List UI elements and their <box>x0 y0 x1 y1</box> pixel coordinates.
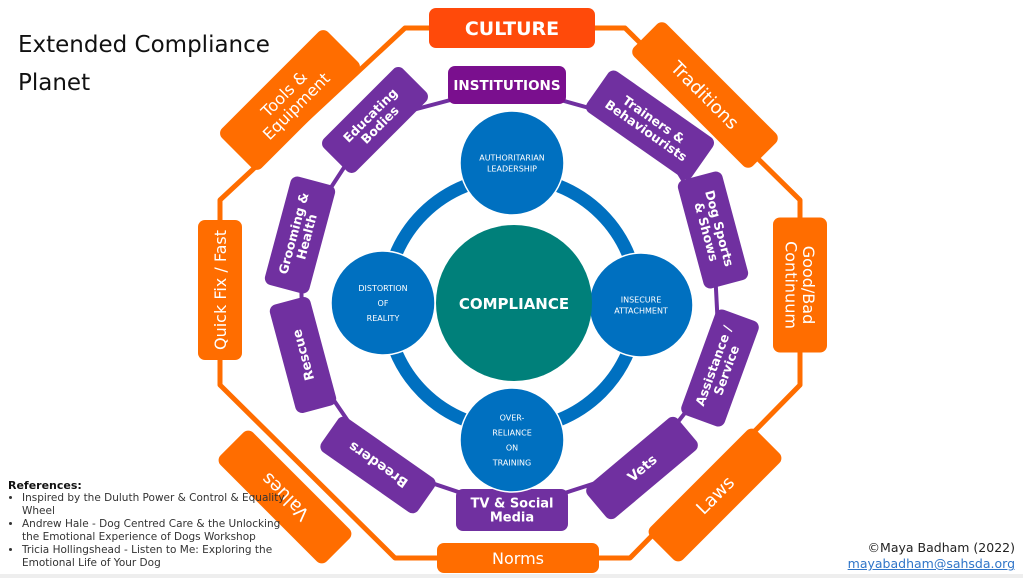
box-label: Quick Fix / Fast <box>211 230 230 350</box>
box-label: Continuum <box>782 241 801 329</box>
circle-label: AUTHORITARIAN <box>479 154 545 163</box>
box-label: Norms <box>492 549 544 568</box>
box-shape <box>585 70 715 180</box>
ring-box-rescue: Rescue <box>269 297 337 413</box>
reference-item: Tricia Hollingshead - Listen to Me: Expl… <box>22 544 298 570</box>
circle-label: ON <box>506 444 518 453</box>
reference-item: Inspired by the Duluth Power & Control &… <box>22 492 298 518</box>
box-shape <box>218 430 352 564</box>
ring-box-norms: Norms <box>437 543 599 573</box>
box-label: CULTURE <box>465 18 559 40</box>
references: References: Inspired by the Duluth Power… <box>8 479 298 570</box>
page-title: Extended Compliance Planet <box>18 32 270 96</box>
circle-shape <box>330 250 436 356</box>
box-shape <box>269 297 337 413</box>
box-shape <box>322 67 428 173</box>
email-link[interactable]: mayabadham@sahsda.org <box>847 556 1015 571</box>
inner-circle-distortion-of-reality: DISTORTION OF REALITY <box>330 250 436 356</box>
box-label: TV & Social <box>470 497 553 512</box>
center-label: COMPLIANCE <box>459 295 569 313</box>
circle-label: ATTACHMENT <box>614 307 668 316</box>
box-label: Good/Bad <box>799 246 818 324</box>
circle-shape <box>459 110 565 216</box>
box-shape <box>456 489 568 531</box>
circle-shape <box>459 387 565 493</box>
circle-label: OVER- <box>500 414 525 423</box>
inner-circle-insecure-attachment: INSECURE ATTACHMENT <box>588 252 694 358</box>
circle-label: DISTORTION <box>358 284 407 293</box>
box-label: INSTITUTIONS <box>453 78 560 94</box>
circle-label: TRAINING <box>492 459 531 468</box>
box-shape <box>448 66 566 104</box>
box-shape <box>437 543 599 573</box>
ring-box-quick-fix-fast: Quick Fix / Fast <box>198 220 242 360</box>
box-shape <box>198 220 242 360</box>
circle-label: INSECURE <box>621 296 662 305</box>
bottom-strip <box>0 574 1023 578</box>
box-shape <box>648 428 782 562</box>
box-shape <box>320 416 436 514</box>
box-shape <box>681 309 759 427</box>
circle-label: REALITY <box>367 314 400 323</box>
reference-item: Andrew Hale - Dog Centred Care & the Unl… <box>22 518 298 544</box>
ring-box-institutions: INSTITUTIONS <box>448 66 566 104</box>
circle-label: LEADERSHIP <box>487 165 537 174</box>
box-shape <box>264 176 336 294</box>
box-shape <box>677 171 749 289</box>
box-shape <box>220 30 360 170</box>
ring-box-assistance-service: Assistance /Service <box>681 309 759 427</box>
inner-circle-over-reliance-on-training: OVER- RELIANCE ON TRAINING <box>459 387 565 493</box>
ring-box-vets: Vets <box>586 416 698 520</box>
box-shape <box>586 416 698 520</box>
references-heading: References: <box>8 479 82 492</box>
box-shape <box>773 217 827 353</box>
center-circle <box>436 225 592 381</box>
credit: ©Maya Badham (2022) mayabadham@sahsda.or… <box>848 540 1015 572</box>
ring-box-dog-sports-shows: Dog Sports& Shows <box>677 171 749 289</box>
circle-label: OF <box>378 299 389 308</box>
copyright: ©Maya Badham (2022) <box>867 540 1015 555</box>
inner-circle-authoritarian-leadership: AUTHORITARIAN LEADERSHIP <box>459 110 565 216</box>
circle-shape <box>588 252 694 358</box>
ring-box-grooming-health: Grooming &Health <box>264 176 336 294</box>
circle-label: RELIANCE <box>492 429 532 438</box>
ring-box-culture: CULTURE <box>429 8 595 48</box>
box-label: Media <box>490 511 534 526</box>
box-shape <box>632 22 778 168</box>
box-shape <box>429 8 595 48</box>
